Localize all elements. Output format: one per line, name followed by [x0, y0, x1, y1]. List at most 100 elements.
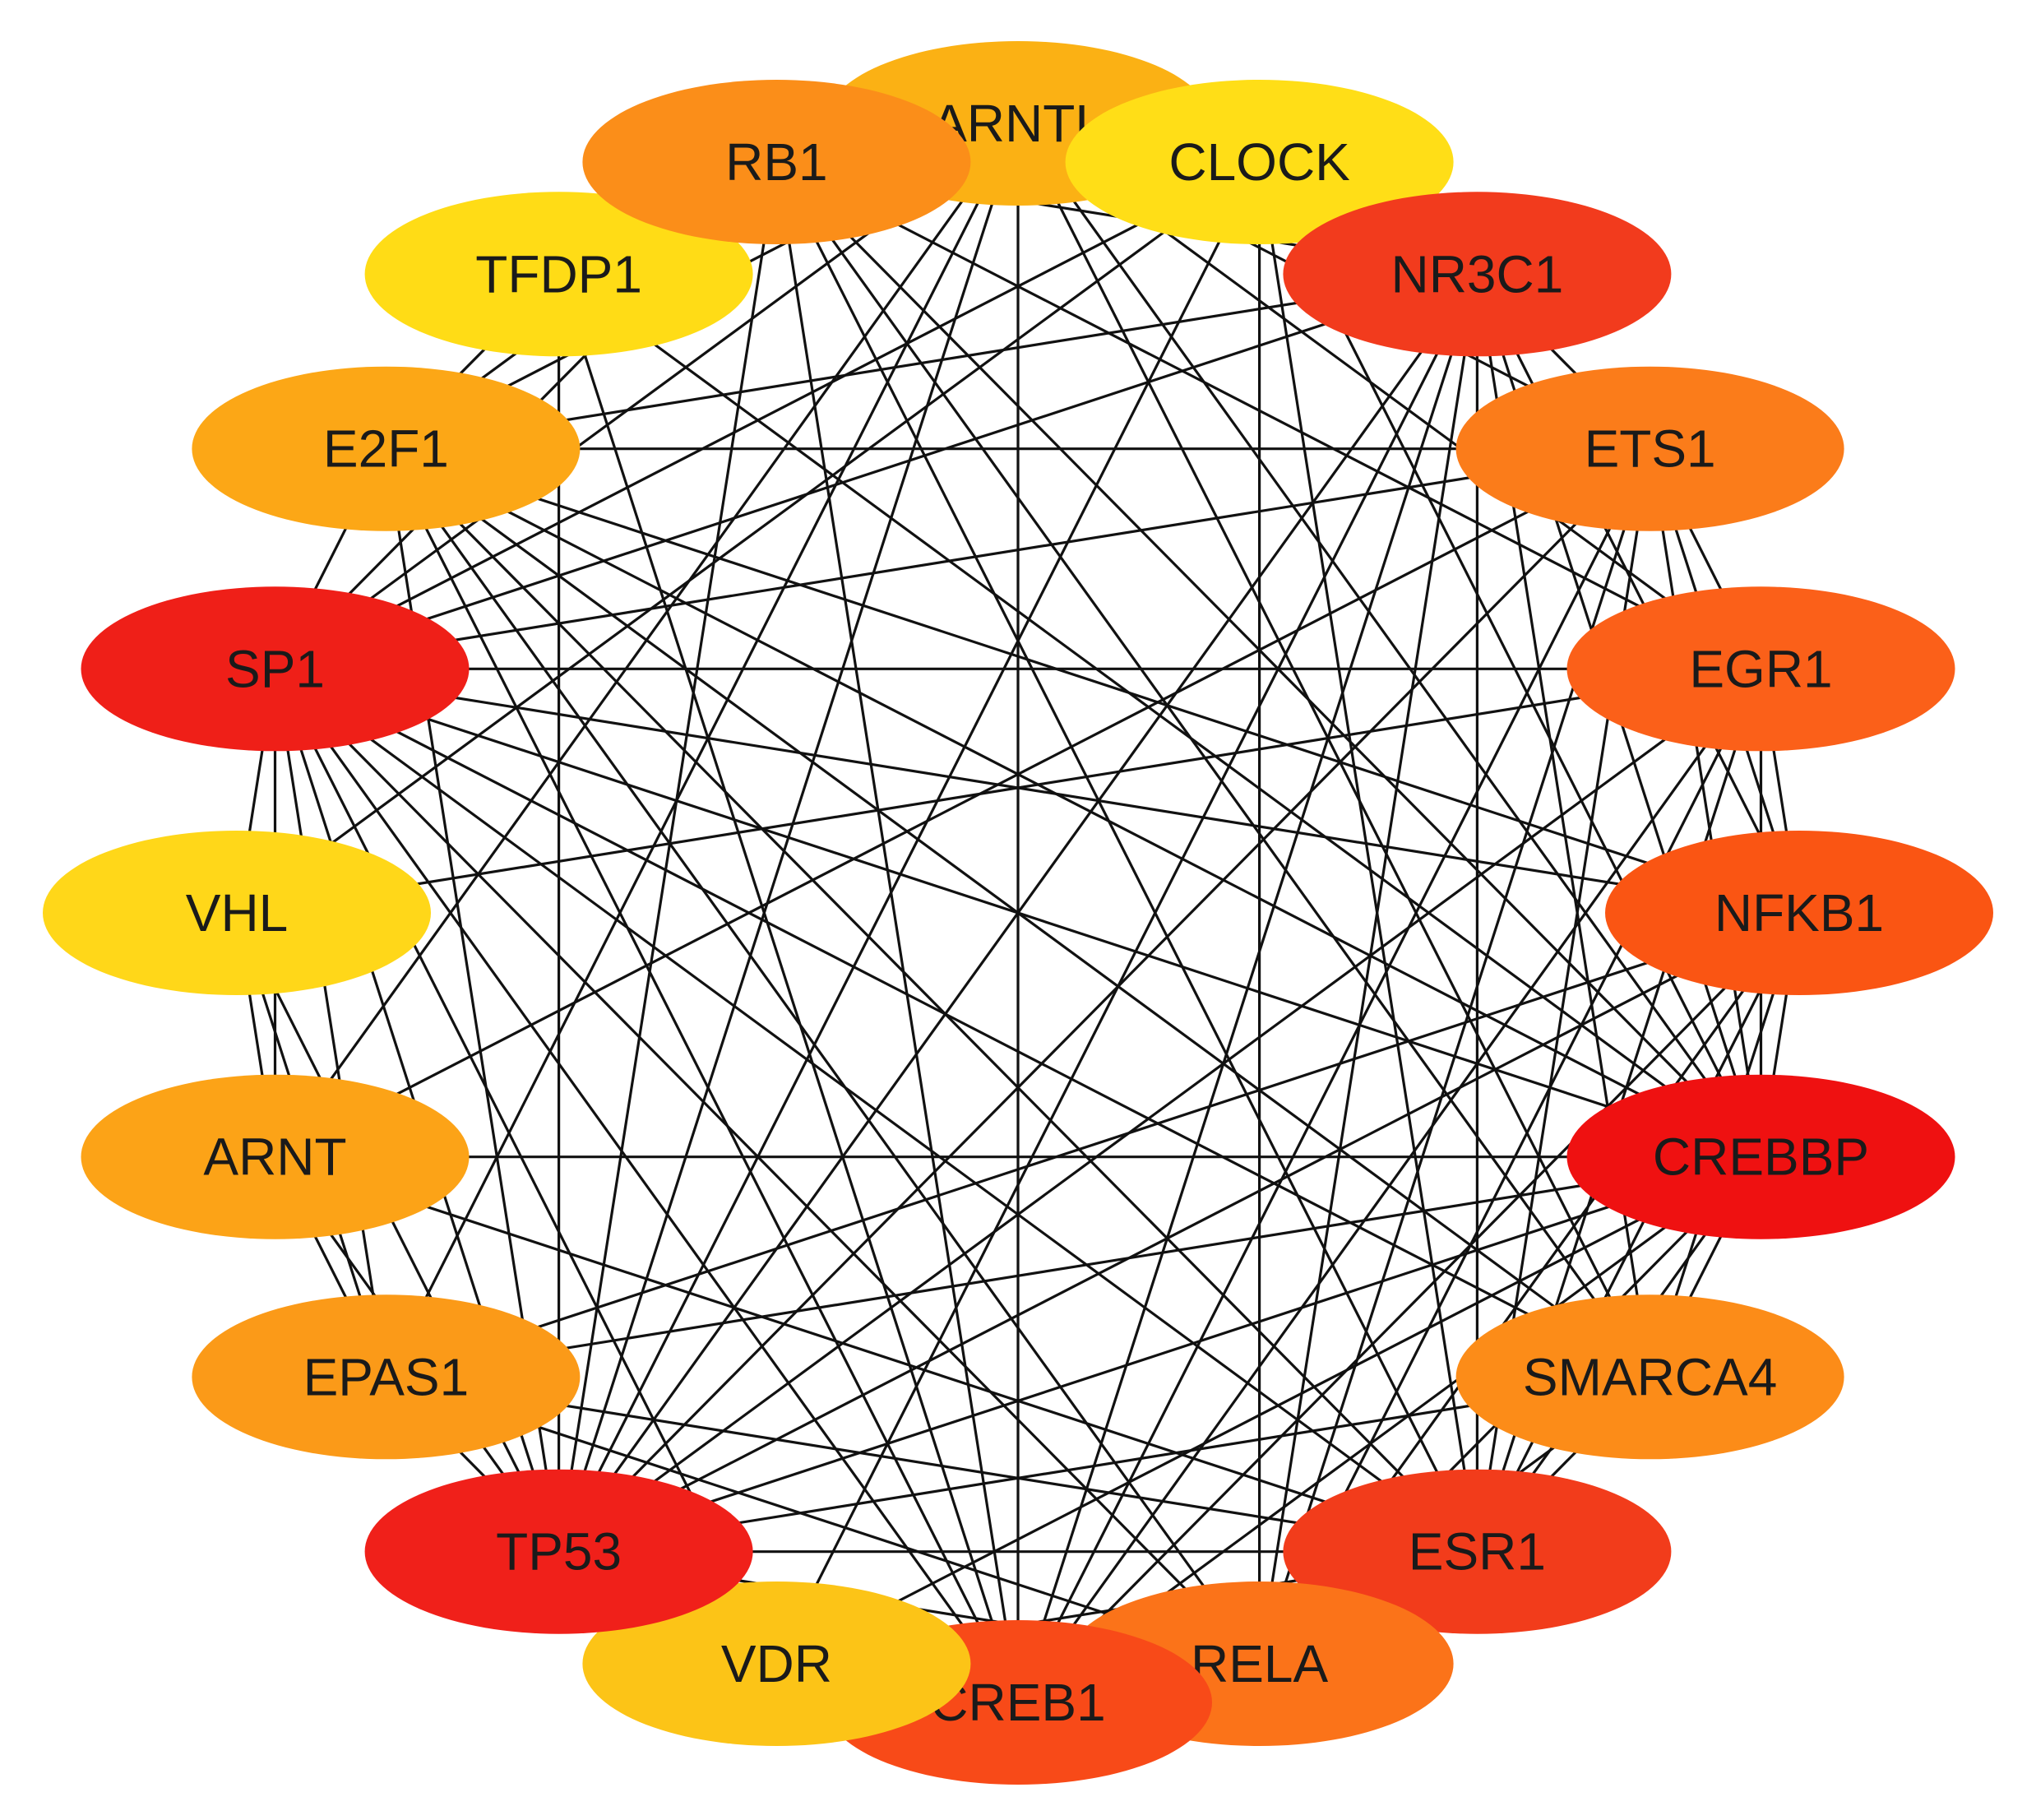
edge-nr3c1-e2f1: [386, 272, 1478, 451]
edge-ets1-arnt: [274, 447, 1651, 1159]
edge-nr3c1-rela: [1258, 274, 1478, 1665]
node-clock[interactable]: CLOCK: [1065, 80, 1454, 244]
edge-creb1-rb1: [775, 161, 1020, 1703]
node-ellipse-rb1: [582, 80, 971, 244]
node-tfdp1[interactable]: TFDP1: [364, 192, 753, 357]
node-e2f1[interactable]: E2F1: [192, 366, 581, 531]
node-ellipse-tp53: [364, 1469, 753, 1634]
node-label-tfdp1: TFDP1: [475, 244, 642, 303]
node-ellipse-epas1: [192, 1294, 581, 1460]
edge-egr1-vhl: [236, 667, 1761, 915]
edge-ets1-sp1: [275, 447, 1650, 670]
edge-esr1-arnt: [275, 1155, 1478, 1554]
node-label-tp53: TP53: [496, 1522, 622, 1582]
node-ellipse-tfdp1: [364, 192, 753, 357]
edge-nfkb1-tp53: [558, 911, 1800, 1554]
edge-nfkb1-epas1: [385, 911, 1800, 1378]
node-label-e2f1: E2F1: [323, 419, 449, 479]
edge-crebbp-epas1: [386, 1155, 1761, 1378]
edge-clock-esr1: [1258, 161, 1478, 1552]
node-ellipse-ets1: [1455, 366, 1844, 531]
node-ellipse-sp1: [81, 586, 470, 752]
node-vhl[interactable]: VHL: [43, 831, 431, 995]
edge-esr1-epas1: [386, 1375, 1478, 1554]
node-ellipse-esr1: [1283, 1469, 1672, 1634]
node-label-arnt: ARNT: [203, 1128, 346, 1187]
node-label-smarca4: SMARCA4: [1523, 1347, 1777, 1406]
edge-crebbp-e2f1: [385, 447, 1762, 1159]
edge-clock-tp53: [558, 161, 1261, 1553]
edge-layer: [235, 122, 1801, 1704]
edge-ets1-crebbp: [1649, 448, 1763, 1157]
edge-tp53-vhl: [235, 912, 561, 1553]
edge-smarca4-tp53: [558, 1375, 1650, 1554]
node-label-epas1: EPAS1: [303, 1347, 470, 1406]
node-label-rela: RELA: [1191, 1634, 1329, 1693]
node-vdr[interactable]: VDR: [582, 1582, 971, 1746]
edge-crebbp-rb1: [775, 160, 1762, 1158]
edge-arntl-epas1: [384, 123, 1020, 1378]
edge-ets1-tp53: [558, 447, 1651, 1553]
node-ellipse-egr1: [1566, 586, 1955, 752]
edge-nr3c1-nfkb1: [1475, 273, 1801, 914]
node-label-nr3c1: NR3C1: [1390, 244, 1563, 303]
edge-crebbp-tp53: [558, 1155, 1761, 1554]
node-nfkb1[interactable]: NFKB1: [1605, 831, 1993, 995]
node-ellipse-vdr: [582, 1582, 971, 1746]
edge-egr1-rb1: [775, 160, 1762, 670]
edge-arntl-smarca4: [1016, 123, 1652, 1378]
edge-clock-vhl: [236, 160, 1261, 915]
node-label-clock: CLOCK: [1168, 132, 1350, 192]
edge-ets1-creb1: [1016, 447, 1652, 1703]
edge-esr1-rb1: [775, 161, 1478, 1553]
node-arnt[interactable]: ARNT: [81, 1074, 470, 1239]
edge-rela-sp1: [274, 668, 1261, 1665]
edge-creb1-sp1: [274, 668, 1020, 1703]
edge-tp53-rb1: [558, 161, 778, 1552]
node-esr1[interactable]: ESR1: [1283, 1469, 1672, 1634]
node-smarca4[interactable]: SMARCA4: [1455, 1294, 1844, 1460]
edge-nfkb1-e2f1: [385, 447, 1800, 915]
node-label-rb1: RB1: [725, 132, 828, 192]
edge-smarca4-sp1: [274, 667, 1651, 1378]
node-ellipse-nr3c1: [1283, 192, 1672, 357]
edge-arntl-crebbp: [1016, 123, 1762, 1158]
node-label-ets1: ETS1: [1585, 419, 1716, 479]
edge-nfkb1-creb1: [1016, 911, 1801, 1704]
edge-crebbp-tfdp1: [558, 273, 1762, 1158]
edge-smarca4-rb1: [775, 161, 1651, 1378]
node-label-esr1: ESR1: [1409, 1522, 1546, 1582]
edge-nfkb1-sp1: [275, 667, 1800, 915]
node-epas1[interactable]: EPAS1: [192, 1294, 581, 1460]
node-egr1[interactable]: EGR1: [1566, 586, 1955, 752]
node-label-vhl: VHL: [186, 883, 289, 942]
node-rb1[interactable]: RB1: [582, 80, 971, 244]
node-label-egr1: EGR1: [1689, 639, 1832, 698]
edge-clock-sp1: [274, 160, 1261, 670]
edge-nr3c1-vdr: [775, 273, 1478, 1665]
node-nr3c1[interactable]: NR3C1: [1283, 192, 1672, 357]
node-ellipse-nfkb1: [1605, 831, 1993, 995]
node-crebbp[interactable]: CREBBP: [1566, 1074, 1955, 1239]
node-label-vdr: VDR: [721, 1634, 832, 1693]
node-layer: ARNTLCLOCKNR3C1ETS1EGR1NFKB1CREBBPSMARCA…: [43, 41, 1993, 1785]
edge-egr1-tp53: [558, 668, 1762, 1553]
edge-rela-e2f1: [385, 447, 1261, 1665]
edge-smarca4-e2f1: [385, 447, 1651, 1378]
node-tp53[interactable]: TP53: [364, 1469, 753, 1634]
edge-esr1-e2f1: [385, 447, 1478, 1553]
edge-nfkb1-esr1: [1475, 912, 1801, 1553]
node-label-crebbp: CREBBP: [1653, 1128, 1869, 1187]
node-ellipse-clock: [1065, 80, 1454, 244]
node-ellipse-smarca4: [1455, 1294, 1844, 1460]
edge-esr1-sp1: [274, 668, 1478, 1553]
node-label-nfkb1: NFKB1: [1714, 883, 1884, 942]
edge-creb1-e2f1: [384, 447, 1020, 1703]
node-ellipse-e2f1: [192, 366, 581, 531]
node-ets1[interactable]: ETS1: [1455, 366, 1844, 531]
edge-crebbp-vdr: [775, 1155, 1762, 1665]
edge-creb1-tfdp1: [558, 273, 1020, 1703]
edge-epas1-sp1: [273, 669, 387, 1378]
node-sp1[interactable]: SP1: [81, 586, 470, 752]
